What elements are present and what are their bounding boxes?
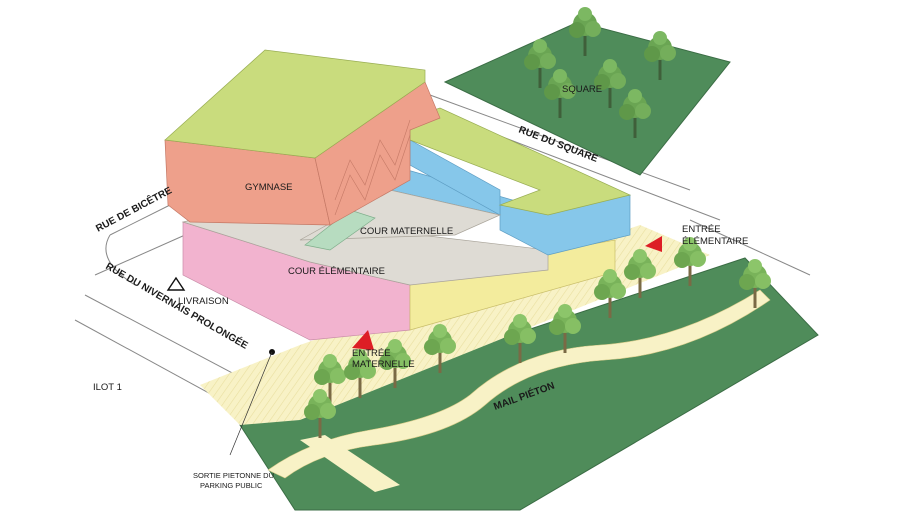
mail-pieton-park	[239, 257, 819, 511]
pedestrian-path	[267, 289, 771, 479]
path-spur	[300, 435, 400, 492]
label-sortie-2: PARKING PUBLIC	[200, 481, 263, 490]
label-entree-elementaire-2: ÉLÉMENTAIRE	[682, 236, 748, 247]
label-gymnase: GYMNASE	[245, 182, 293, 193]
label-livraison: LIVRAISON	[178, 296, 229, 307]
label-square: SQUARE	[562, 84, 602, 95]
label-cour-maternelle: COUR MATERNELLE	[360, 226, 453, 237]
label-entree-elementaire-1: ENTRÉE	[682, 224, 721, 235]
gymnase-facade-pattern	[334, 119, 411, 216]
label-entree-maternelle-1: ENTRÉE	[352, 348, 391, 359]
label-entree-maternelle-2: MATERNELLE	[352, 359, 415, 370]
label-cour-elementaire: COUR ÉLÉMENTAIRE	[288, 266, 385, 277]
label-ilot: ILOT 1	[93, 382, 122, 393]
gymnase-roof	[164, 49, 426, 159]
entree-elementaire-marker	[645, 236, 662, 252]
entree-maternelle-marker	[352, 330, 374, 350]
livraison-marker	[166, 276, 186, 291]
sortie-leader	[229, 351, 273, 456]
green-roof-l	[409, 107, 632, 216]
label-sortie-1: SORTIE PIETONNE DU	[193, 471, 274, 480]
